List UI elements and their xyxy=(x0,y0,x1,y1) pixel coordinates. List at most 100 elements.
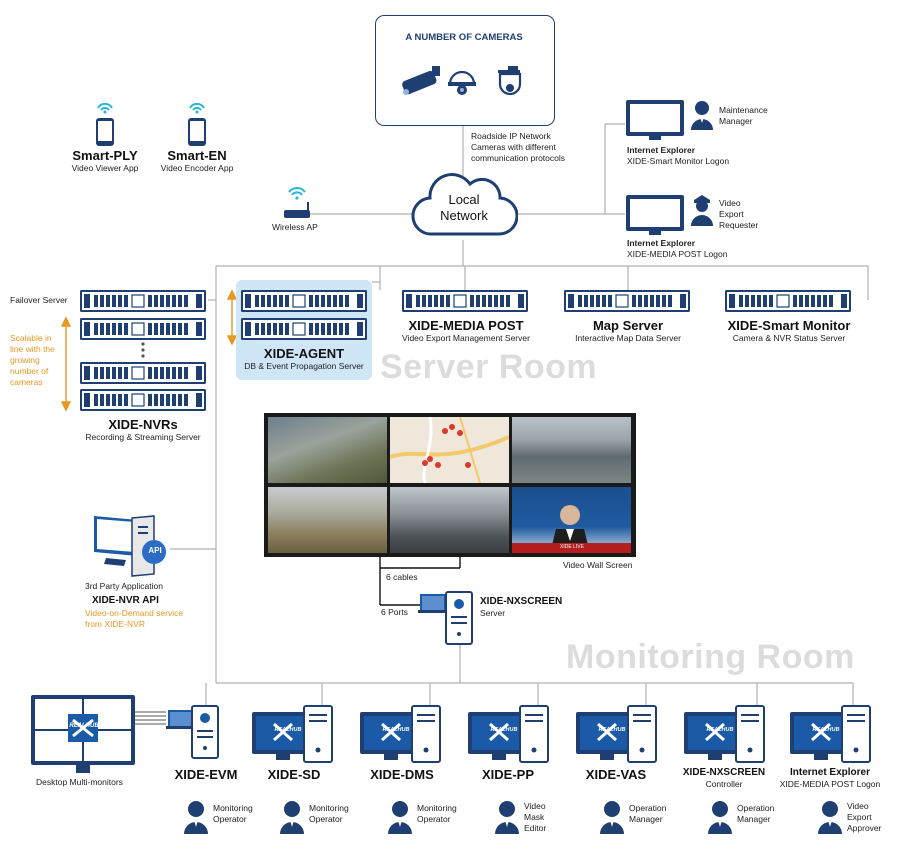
cameras-icon xyxy=(402,66,522,96)
person-icon xyxy=(388,801,412,834)
nxscreen-server-desc: Server xyxy=(480,608,506,618)
operator-role-1: Monitoring xyxy=(309,803,349,813)
brand-logo: REALHUB xyxy=(598,727,626,733)
agent-server-rack xyxy=(241,318,368,341)
export-req-app: XIDE-MEDIA POST Logon xyxy=(627,249,728,259)
operator-role-2: Operator xyxy=(417,814,451,824)
nvr-server-rack xyxy=(80,389,207,412)
nvr-api-desc-1: Video-on-Demand service xyxy=(85,608,184,618)
manager-role-2: Manager xyxy=(629,814,663,824)
brand-logo: REALHUB xyxy=(706,727,734,733)
operator-role-1: Monitoring xyxy=(417,803,457,813)
client-name-nxscreen: XIDE-NXSCREEN xyxy=(682,767,766,778)
monitoring-room-label: Monitoring Room xyxy=(566,638,855,676)
third-party-label: 3rd Party Application xyxy=(85,581,163,591)
multi-monitor-label: Desktop Multi-monitors xyxy=(36,777,123,787)
smart-en-desc: Video Encoder App xyxy=(160,163,234,173)
agent-name: XIDE-AGENT xyxy=(263,346,345,361)
wireless-ap-icon xyxy=(284,187,310,218)
person-icon xyxy=(495,801,519,834)
failover-server-label: Failover Server xyxy=(10,295,68,305)
workstation-icon xyxy=(468,704,550,764)
map-server-desc: Interactive Map Data Server xyxy=(575,333,681,343)
video-tile xyxy=(268,487,387,553)
cameras-title: A NUMBER OF CAMERAS xyxy=(405,32,523,43)
brand-logo: REALHUB xyxy=(274,727,302,733)
nvr-desc: Recording & Streaming Server xyxy=(85,432,201,442)
nxscreen-server-name: XIDE-NXSCREEN xyxy=(480,596,563,607)
smart-ply-desc: Video Viewer App xyxy=(71,163,139,173)
api-badge: API xyxy=(148,546,162,555)
operator-role-2: Operator xyxy=(309,814,343,824)
workstation-icon xyxy=(576,704,658,764)
scalable-text-5: cameras xyxy=(10,377,43,387)
scalable-text-3: growing xyxy=(10,355,40,365)
smart-monitor-server-rack xyxy=(725,290,852,313)
person-icon xyxy=(708,801,732,834)
media-post-desc: Video Export Management Server xyxy=(402,333,530,343)
nvr-api-desc-2: from XIDE-NVR xyxy=(85,619,145,629)
media-post-server-rack xyxy=(402,290,529,313)
editor-role-1: Video xyxy=(524,801,546,811)
client-sub-nxscreen: Controller xyxy=(705,779,743,789)
brand-logo: REALHUB xyxy=(382,727,410,733)
client-name-pp: XIDE-PP xyxy=(481,767,535,782)
ports-label: 6 Ports xyxy=(381,607,408,617)
client-sub-ie: XIDE-MEDIA POST Logon xyxy=(779,779,881,789)
cameras-note-2: Cameras with different xyxy=(471,142,556,152)
workstation-icon xyxy=(252,704,334,764)
brand-logo: REALHUB xyxy=(812,727,840,733)
approver-role-2: Export xyxy=(847,812,872,822)
maintenance-role-2: Manager xyxy=(719,116,753,126)
export-req-role-2: Export xyxy=(719,209,744,219)
client-name-evm: XIDE-EVM xyxy=(174,767,238,782)
export-req-browser: Internet Explorer xyxy=(627,238,696,248)
workstation-icon xyxy=(790,704,872,764)
person-icon xyxy=(280,801,304,834)
wireless-ap-label: Wireless AP xyxy=(272,222,318,232)
person-icon xyxy=(184,801,208,834)
media-post-name: XIDE-MEDIA POST xyxy=(408,318,524,333)
video-tile xyxy=(512,417,631,483)
nvr-server-rack xyxy=(80,318,207,341)
video-wall-label: Video Wall Screen xyxy=(563,560,633,570)
monitor-icon xyxy=(626,100,684,140)
map-server-name: Map Server xyxy=(592,318,664,333)
cloud-icon xyxy=(411,173,518,236)
smart-ply-name: Smart-PLY xyxy=(72,148,138,163)
multi-monitor-icon xyxy=(31,695,135,773)
workstation-icon xyxy=(684,704,766,764)
smartphone-icon xyxy=(188,102,206,146)
news-caption: XIDE LIVE xyxy=(560,544,584,550)
scalable-text-1: Scalable in xyxy=(10,333,52,343)
brand-logo: REALHUB xyxy=(490,727,518,733)
scalable-text-2: line with the xyxy=(10,344,55,354)
video-tile-map xyxy=(389,416,510,484)
editor-role-3: Editor xyxy=(524,823,547,833)
graphics-card-server-icon xyxy=(418,591,473,645)
maintenance-app: XIDE-Smart Monitor Logon xyxy=(627,156,730,166)
api-computer-icon xyxy=(94,515,166,577)
map-server-rack xyxy=(564,290,691,313)
approver-role-3: Approver xyxy=(847,823,882,833)
approver-role-1: Video xyxy=(847,801,869,811)
nvr-server-rack xyxy=(80,362,207,385)
video-tile-news xyxy=(512,487,631,553)
maintenance-role-1: Maintenance xyxy=(719,105,768,115)
person-icon xyxy=(691,101,713,130)
workstation-icon xyxy=(360,704,442,764)
nvr-name: XIDE-NVRs xyxy=(108,417,178,432)
failover-server-rack xyxy=(80,290,207,313)
operator-role-1: Monitoring xyxy=(213,803,253,813)
nvr-api-name: XIDE-NVR API xyxy=(92,595,159,606)
maintenance-browser: Internet Explorer xyxy=(627,145,696,155)
scalable-text-4: number of xyxy=(10,366,49,376)
local-network-line1: Local xyxy=(448,192,480,207)
smartphone-icon xyxy=(96,102,114,146)
editor-role-2: Mask xyxy=(524,812,545,822)
cables-label: 6 cables xyxy=(386,572,418,582)
person-icon xyxy=(600,801,624,834)
smart-en-name: Smart-EN xyxy=(167,148,227,163)
cameras-note-1: Roadside IP Network xyxy=(471,131,551,141)
